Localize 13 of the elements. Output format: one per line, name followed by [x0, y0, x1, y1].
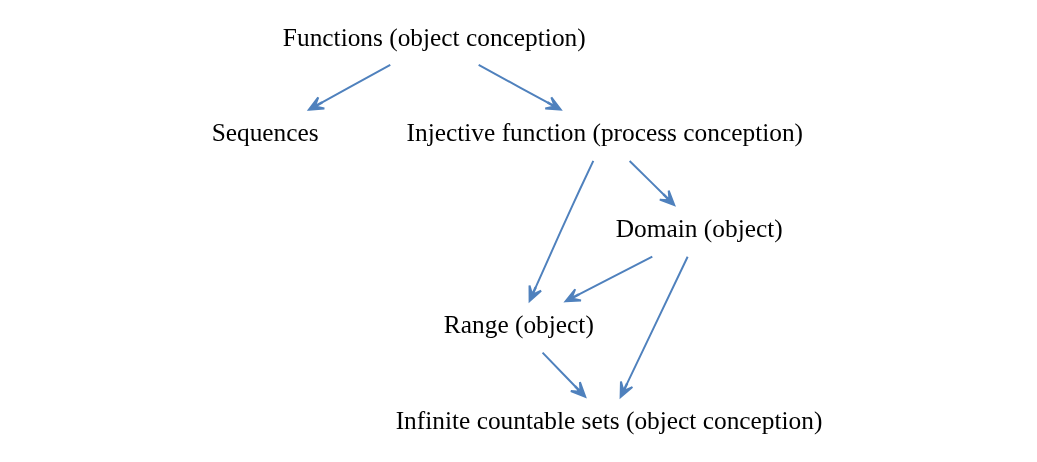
arrow [541, 351, 587, 398]
node-text: Domain (object) [615, 214, 783, 243]
arrow [307, 63, 392, 111]
arrow [477, 63, 562, 111]
node-text: Functions (object conception) [282, 22, 586, 51]
node-text: Range (object) [443, 310, 594, 339]
node-text: Injective function (process conception) [406, 118, 804, 147]
node-text: Infinite countable sets (object conception) [395, 405, 823, 434]
arrow [528, 159, 595, 303]
arrow [619, 255, 689, 399]
arrow [628, 160, 676, 206]
node-text: Sequences [211, 118, 319, 147]
arrow [564, 255, 654, 303]
